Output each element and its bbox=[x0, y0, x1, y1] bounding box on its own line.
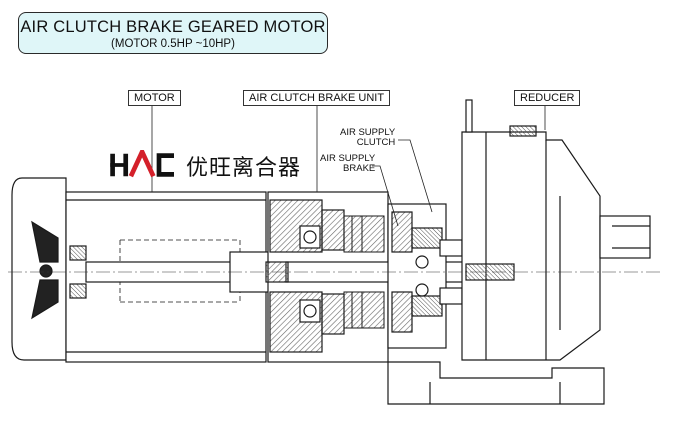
fan-hub bbox=[39, 264, 53, 278]
diagram-title: AIR CLUTCH BRAKE GEARED MOTOR bbox=[20, 18, 326, 36]
air-supply-brake-label: AIR SUPPLY BRAKE bbox=[320, 153, 376, 174]
air-supply-clutch-label: AIR SUPPLY CLUTCH bbox=[340, 127, 396, 148]
reducer-callout: REDUCER bbox=[514, 90, 581, 106]
reducer-breather bbox=[509, 125, 537, 137]
logo-text: 优旺离合器 bbox=[186, 156, 302, 181]
clutch-brake-unit-callout: AIR CLUTCH BRAKE UNIT bbox=[243, 90, 391, 106]
output-shaft bbox=[599, 215, 651, 259]
reducer-base bbox=[387, 361, 605, 405]
fan-blades bbox=[31, 220, 59, 320]
reducer-eyebolt bbox=[465, 99, 473, 133]
reducer-housing bbox=[461, 131, 601, 361]
motor-fan-cover bbox=[11, 177, 67, 361]
motor-callout: MOTOR bbox=[128, 90, 181, 106]
hac-logo-mark bbox=[110, 150, 174, 178]
diagram-subtitle: (MOTOR 0.5HP ~10HP) bbox=[111, 38, 235, 50]
title-box: AIR CLUTCH BRAKE GEARED MOTOR (MOTOR 0.5… bbox=[18, 12, 328, 54]
